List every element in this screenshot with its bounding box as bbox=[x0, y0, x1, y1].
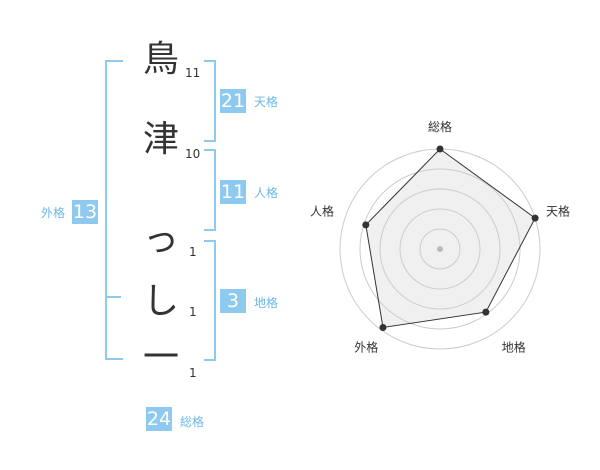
radar-area bbox=[365, 149, 536, 328]
gaikaku-value: 13 bbox=[72, 200, 98, 224]
radar-axis-label-1: 総格 bbox=[428, 119, 452, 134]
radar-ring bbox=[419, 228, 461, 270]
chikaku-value: 3 bbox=[220, 289, 246, 313]
radar-point-5 bbox=[362, 221, 370, 229]
radar-ring bbox=[359, 168, 521, 330]
outer-bracket bbox=[105, 60, 123, 360]
radar-axis-label-4: 外格 bbox=[354, 340, 378, 355]
radar-axis-label-5: 人格 bbox=[310, 203, 334, 218]
stroke-count-5: 1 bbox=[189, 366, 197, 380]
name-char-3: っ bbox=[142, 219, 179, 260]
name-char-4: し bbox=[142, 281, 179, 322]
name-char-2: 津 bbox=[142, 119, 179, 160]
radar-point-3 bbox=[482, 308, 490, 316]
soukaku-label: 総格 bbox=[180, 415, 205, 429]
radar-center bbox=[437, 246, 443, 252]
radar-ring bbox=[379, 188, 501, 310]
outer-bracket-tick bbox=[105, 296, 121, 298]
radar-point-1 bbox=[436, 145, 444, 153]
tenkaku-value: 21 bbox=[220, 89, 246, 113]
tenkaku-label: 天格 bbox=[254, 95, 279, 109]
chikaku-bracket bbox=[204, 240, 216, 361]
soukaku-value: 24 bbox=[146, 407, 172, 431]
stroke-count-3: 1 bbox=[189, 245, 197, 259]
name-char-1: 鳥 bbox=[142, 39, 179, 80]
jinkaku-value: 11 bbox=[220, 180, 246, 204]
stroke-count-2: 10 bbox=[185, 147, 201, 161]
radar-point-2 bbox=[531, 214, 539, 222]
tenkaku-bracket bbox=[204, 60, 216, 142]
gaikaku-label: 外格 bbox=[41, 206, 66, 220]
stroke-count-1: 11 bbox=[185, 66, 201, 80]
chikaku-label: 地格 bbox=[254, 296, 279, 310]
radar-axis-label-3: 地格 bbox=[502, 340, 526, 355]
radar-point-4 bbox=[379, 323, 387, 331]
stroke-count-4: 1 bbox=[189, 305, 197, 319]
name-char-5: 一 bbox=[142, 337, 179, 378]
jinkaku-label: 人格 bbox=[254, 186, 279, 200]
radar-outline bbox=[365, 148, 536, 329]
jinkaku-bracket bbox=[204, 149, 216, 231]
radar-axis-label-2: 天格 bbox=[546, 203, 570, 218]
radar-ring bbox=[399, 208, 481, 290]
